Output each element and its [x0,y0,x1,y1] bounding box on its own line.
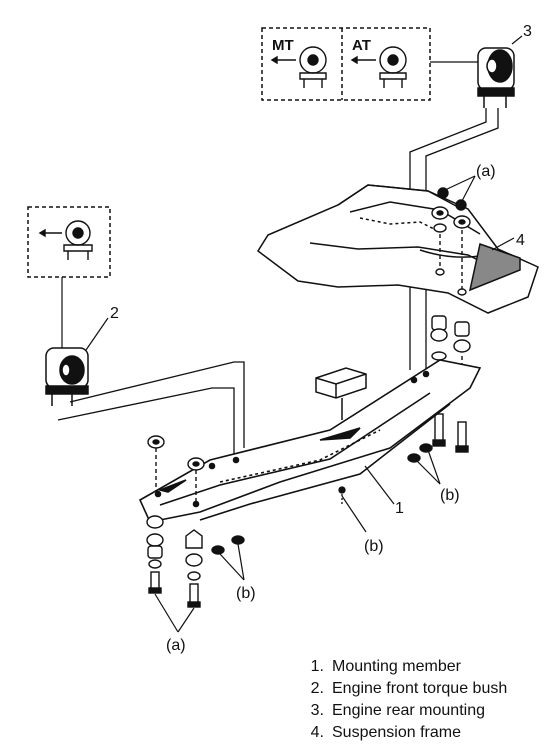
callout-b-left-leader-1 [219,553,245,581]
engine-rear-mounting [477,47,515,108]
callout-a-upper-leader-1 [444,175,476,191]
front-torque-icon [38,220,93,260]
legend-number: 1. [310,658,324,675]
callout-a-lower-leader-1 [154,593,179,633]
callout-b-right: (b) [440,487,460,504]
callout-b-left: (b) [236,585,256,602]
callout-b-center-leader [341,495,367,533]
legend-item: 4. Suspension frame [298,722,558,744]
legend-number: 4. [310,724,324,741]
callout-b-right-leader-2 [427,449,441,485]
callout-b-right-leader-1 [415,459,441,485]
callout-2-leader [85,317,109,351]
legend-text: Engine rear mounting [332,702,485,719]
left-top-washers [147,435,205,502]
legend-item: 2. Engine front torque bush [298,678,558,700]
callout-1-leader [364,465,395,505]
callout-a-upper-leader-2 [461,175,476,202]
legend-text: Suspension frame [332,724,461,741]
front-mount-guide-lines [57,361,245,466]
mt-mount-icon [270,46,327,88]
callout-2: 2 [110,305,119,322]
front-torque-inset [27,206,111,278]
legend-item: 1. Mounting member [298,656,558,678]
callout-b-center: (b) [364,538,384,555]
mounting-member [138,359,482,523]
callout-4-leader [491,237,515,251]
callout-b-left-leader-2 [237,543,245,581]
callout-a-lower: (a) [166,637,186,654]
left-bushing-stack [146,515,245,608]
callout-3: 3 [523,23,532,40]
callout-1: 1 [395,500,404,517]
callout-a-upper: (a) [476,163,496,180]
legend-number: 3. [310,702,324,719]
callout-a-lower-leader-2 [177,607,195,633]
at-label: AT [352,37,371,54]
mt-at-inset: MT AT [261,27,431,101]
legend-text: Mounting member [332,658,461,675]
engine-front-torque-bush [45,347,89,406]
callout-4: 4 [516,232,525,249]
legend-number: 2. [310,680,324,697]
damper-block [315,367,367,420]
legend-item: 3. Engine rear mounting [298,700,558,722]
suspension-frame [256,184,539,314]
parts-legend: 1. Mounting member 2. Engine front torqu… [298,656,558,744]
mt-label: MT [272,37,294,54]
legend-text: Engine front torque bush [332,680,508,697]
at-mount-icon [350,46,407,88]
right-bushing-stack [407,315,471,463]
callout-3-leader [511,35,523,45]
upper-washer-stack [431,187,471,296]
